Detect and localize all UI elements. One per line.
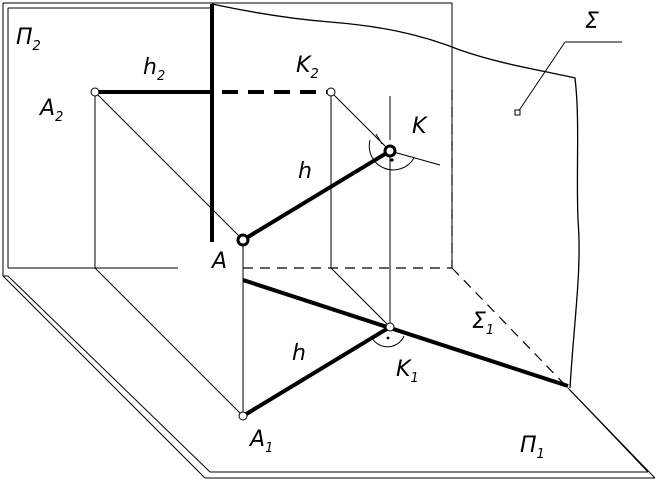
label-a1: A1 (248, 427, 273, 456)
point-a (236, 233, 250, 247)
point-k1 (385, 322, 395, 332)
projection-lines (94, 91, 441, 417)
label-p2: П2 (16, 25, 41, 54)
label-h-lower: h (292, 341, 306, 366)
plane-p2-frame (2, 2, 453, 269)
point-k2 (326, 87, 336, 97)
label-sigma1: Σ1 (472, 309, 494, 338)
h1-line (241, 325, 392, 418)
label-k: K (412, 114, 428, 139)
label-k2: K2 (296, 53, 319, 82)
label-sigma: Σ (585, 9, 599, 34)
sigma1-trace (242, 278, 569, 388)
label-a: A (210, 249, 227, 274)
label-h-upper: h (298, 159, 312, 184)
point-k (383, 144, 397, 158)
right-angle-mark-k (368, 133, 415, 171)
right-angle-mark-k1 (371, 335, 405, 348)
plane-p1-frame (2, 268, 656, 479)
label-p1: П1 (520, 433, 545, 462)
label-a2: A2 (38, 96, 63, 125)
label-k1: K1 (396, 357, 419, 386)
label-h2: h2 (143, 55, 165, 84)
point-a2 (90, 87, 100, 97)
plane-sigma-boundary (211, 3, 580, 389)
hidden-edges (243, 90, 569, 389)
sigma-leader (514, 41, 622, 116)
h-line (241, 149, 392, 242)
point-a1 (238, 411, 248, 421)
